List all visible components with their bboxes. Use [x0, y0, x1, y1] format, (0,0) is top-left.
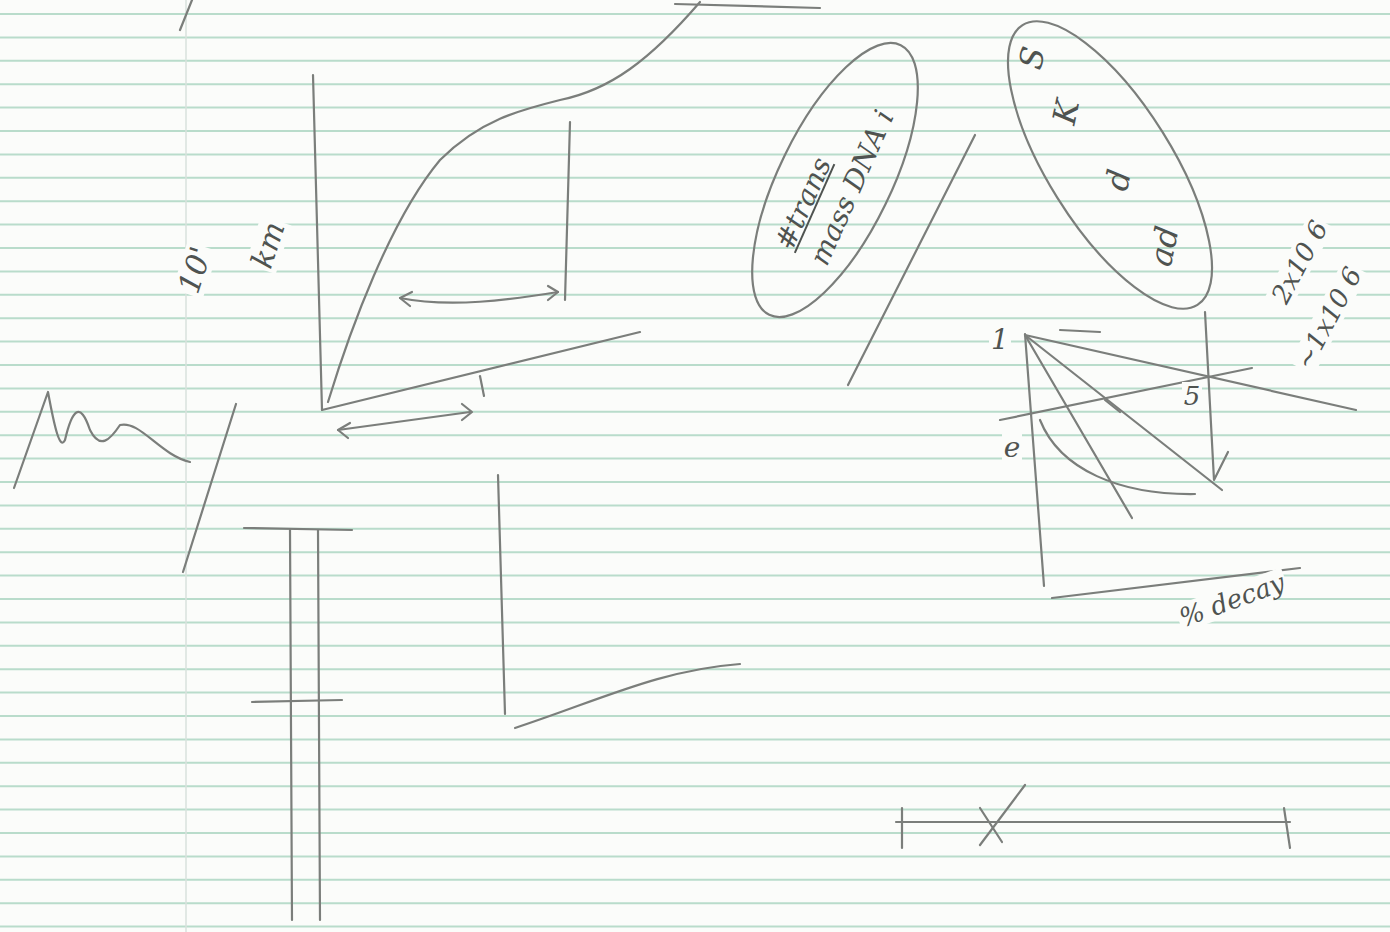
- note-letter: K: [1048, 97, 1084, 127]
- unit-label: km: [245, 216, 291, 274]
- axis-value: 1: [989, 325, 1011, 355]
- circled-note: #transmass DNA i: [690, 30, 980, 330]
- note-letter: ad: [1144, 223, 1184, 268]
- pencil-ellipse: [960, 10, 1260, 320]
- pencil-ellipse: [690, 30, 980, 330]
- note-letter: S: [1014, 44, 1050, 72]
- axis-value: e: [1002, 433, 1023, 463]
- curve-value: 5: [1182, 382, 1203, 410]
- scale-number: 10': [172, 241, 218, 299]
- note-stack: #transmass DNA i: [771, 91, 899, 269]
- circled-note: SKd ad: [960, 10, 1260, 320]
- axis-title: % decay: [1174, 567, 1290, 632]
- note-letter: d: [1100, 167, 1136, 194]
